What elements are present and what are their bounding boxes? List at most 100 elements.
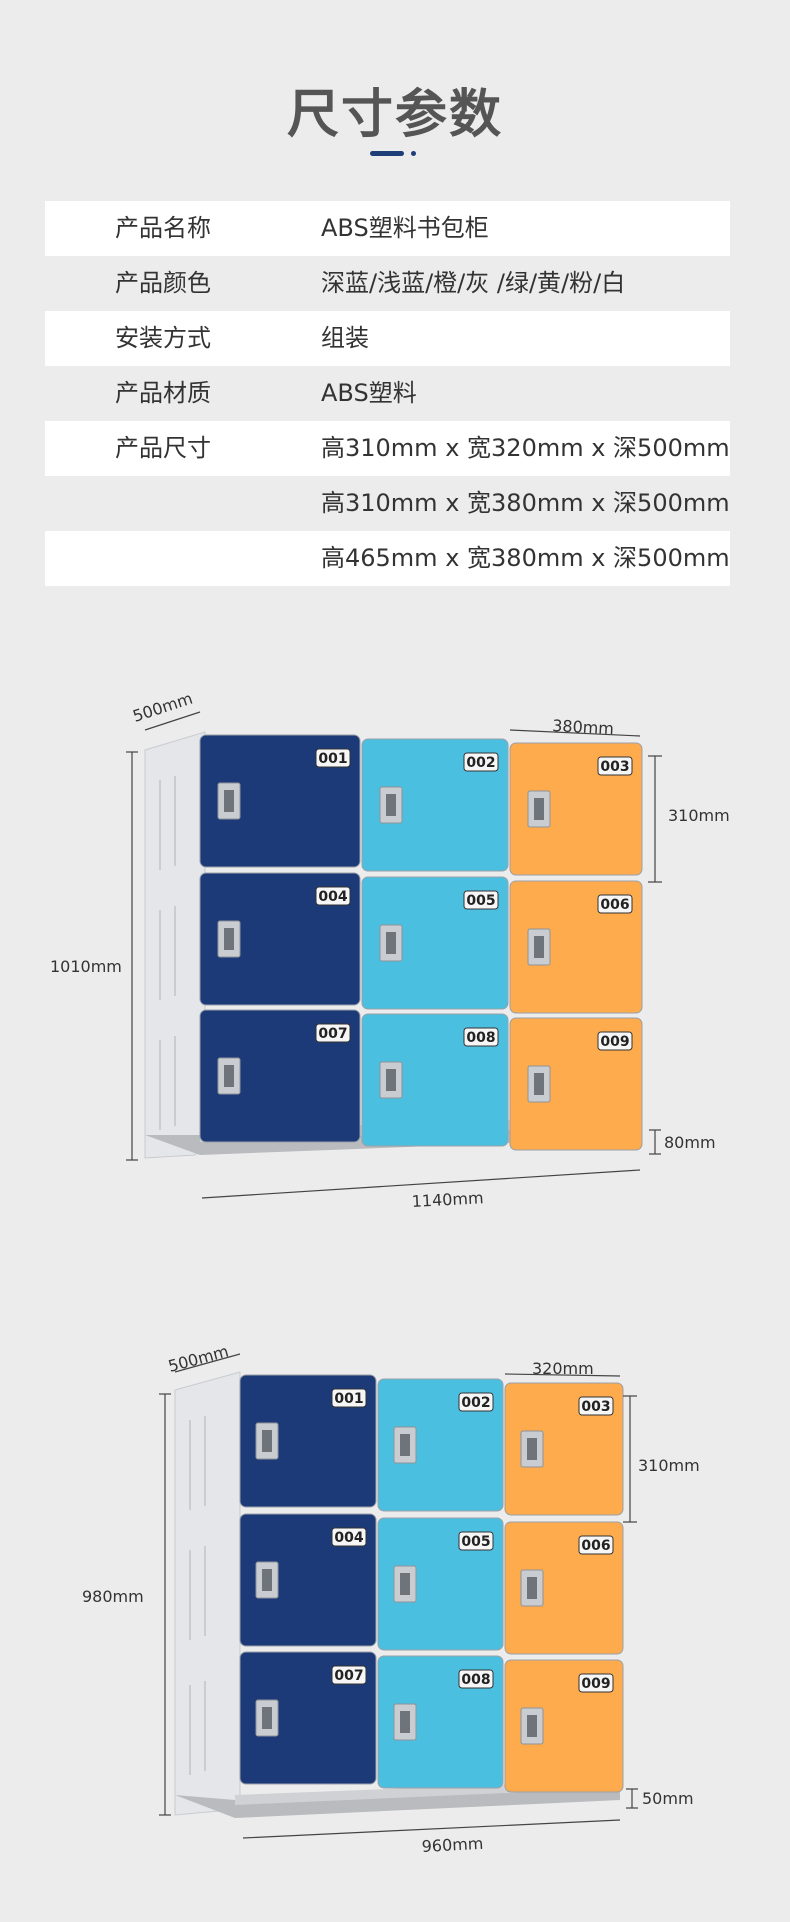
door-handle-slot <box>534 1073 544 1095</box>
locker-door <box>361 1013 509 1147</box>
locker-door <box>239 1374 377 1508</box>
door-handle-slot <box>534 798 544 820</box>
spec-label: 产品颜色 <box>115 269 211 297</box>
door-handle-slot <box>400 1573 410 1595</box>
locker-number-tag <box>463 752 499 772</box>
spec-label: 安装方式 <box>115 324 211 352</box>
locker-number: 005 <box>466 893 495 909</box>
spec-row: 产品材质 ABS塑料 <box>45 366 730 421</box>
spec-table: 产品名称 ABS塑料书包柜 产品颜色 深蓝/浅蓝/橙/灰 /绿/黄/粉/白 安装… <box>45 201 730 586</box>
spec-label: 产品名称 <box>115 214 211 242</box>
door-handle-slot <box>262 1707 272 1729</box>
locker-number-tag <box>458 1531 494 1551</box>
dim-total-width-line <box>242 1819 621 1839</box>
locker-number: 008 <box>466 1030 495 1046</box>
locker-door <box>504 1659 624 1793</box>
spec-row: 产品名称 ABS塑料书包柜 <box>45 201 730 256</box>
door-handle-slot <box>386 1069 396 1091</box>
locker-number: 003 <box>600 759 629 775</box>
dim-total-height-label: 980mm <box>82 1587 144 1606</box>
locker-door <box>377 1517 504 1651</box>
locker-number-tag <box>331 1527 367 1547</box>
locker-number-tag <box>315 748 351 768</box>
locker-number-tag <box>315 886 351 906</box>
locker-door <box>239 1513 377 1647</box>
locker-door <box>199 872 361 1006</box>
locker-number: 004 <box>318 889 347 905</box>
locker-number: 002 <box>461 1395 490 1411</box>
door-handle-slot <box>534 936 544 958</box>
locker-diagram-2-svg: 001 002 003 004 005 006 007 008 009 500mm 320mm 310… <box>82 1342 700 1856</box>
locker-number: 007 <box>334 1668 363 1684</box>
locker-number: 005 <box>461 1534 490 1550</box>
locker-number-tag <box>458 1392 494 1412</box>
locker-number-tag <box>597 894 633 914</box>
locker-number: 008 <box>461 1672 490 1688</box>
locker-number: 009 <box>581 1676 610 1692</box>
locker-number: 003 <box>581 1399 610 1415</box>
spec-value: ABS塑料 <box>321 379 417 407</box>
spec-value: 高310mm x 宽320mm x 深500mm <box>321 434 730 462</box>
locker-side-panel <box>174 1371 241 1816</box>
spec-value: 高465mm x 宽380mm x 深500mm <box>321 544 730 572</box>
spec-row: 产品颜色 深蓝/浅蓝/橙/灰 /绿/黄/粉/白 <box>45 256 730 311</box>
page-title: 尺寸参数 <box>286 85 503 145</box>
locker-number-tag <box>331 1665 367 1685</box>
locker-number-tag <box>463 890 499 910</box>
title-underline <box>370 151 420 157</box>
dim-depth-line <box>144 711 201 731</box>
locker-number: 001 <box>318 751 347 767</box>
locker-number-tag <box>578 1396 614 1416</box>
door-handle-slot <box>400 1434 410 1456</box>
spec-row: 产品尺寸 高310mm x 宽320mm x 深500mm <box>45 421 730 476</box>
locker-number: 007 <box>318 1026 347 1042</box>
dim-col-width-line <box>504 1373 621 1377</box>
dim-depth-line <box>174 1353 241 1373</box>
spec-row: 高465mm x 宽380mm x 深500mm <box>45 531 730 586</box>
locker-door <box>361 738 509 872</box>
dim-cell-height-label: 310mm <box>668 806 730 825</box>
locker-number-tag <box>597 756 633 776</box>
locker-door <box>199 1009 361 1143</box>
locker-base <box>175 1785 620 1818</box>
dim-depth-label: 500mm <box>130 689 195 726</box>
dim-depth-label: 500mm <box>166 1342 231 1376</box>
locker-number-tag <box>578 1673 614 1693</box>
dim-cell-height-label: 310mm <box>638 1456 700 1475</box>
locker-door <box>361 876 509 1010</box>
dim-col-width-line <box>509 729 641 737</box>
spec-value: 深蓝/浅蓝/橙/灰 /绿/黄/粉/白 <box>321 269 626 297</box>
door-handle-slot <box>224 790 234 812</box>
locker-door <box>509 880 643 1014</box>
locker-number: 006 <box>581 1538 610 1554</box>
locker-number-tag <box>597 1031 633 1051</box>
door-handle-slot <box>527 1438 537 1460</box>
door-handle-slot <box>262 1430 272 1452</box>
locker-number-tag <box>458 1669 494 1689</box>
door-handle-slot <box>262 1569 272 1591</box>
locker-number: 002 <box>466 755 495 771</box>
locker-number: 004 <box>334 1530 363 1546</box>
dim-col-width-label: 320mm <box>532 1359 594 1378</box>
dim-total-width-line <box>201 1169 641 1199</box>
locker-door <box>377 1655 504 1789</box>
spec-label: 产品材质 <box>115 379 211 407</box>
locker-diagram-2: 001 002 003 004 005 006 007 008 009 500mm 320mm 310… <box>0 1330 790 1900</box>
locker-door <box>509 1017 643 1151</box>
locker-number: 001 <box>334 1391 363 1407</box>
dim-total-width-label: 960mm <box>421 1834 484 1856</box>
locker-number-tag <box>315 1023 351 1043</box>
underline-dot <box>411 151 416 156</box>
dim-total-width-label: 1140mm <box>411 1188 484 1211</box>
dim-col-width-label: 380mm <box>552 716 615 738</box>
spec-value: 高310mm x 宽380mm x 深500mm <box>321 489 730 517</box>
dim-base-height-label: 50mm <box>642 1789 694 1808</box>
underline-bar <box>370 151 404 156</box>
locker-door <box>509 742 643 876</box>
door-handle-slot <box>224 1065 234 1087</box>
dim-total-height-label: 1010mm <box>50 957 122 976</box>
door-handle-slot <box>527 1715 537 1737</box>
spec-row: 高310mm x 宽380mm x 深500mm <box>45 476 730 531</box>
